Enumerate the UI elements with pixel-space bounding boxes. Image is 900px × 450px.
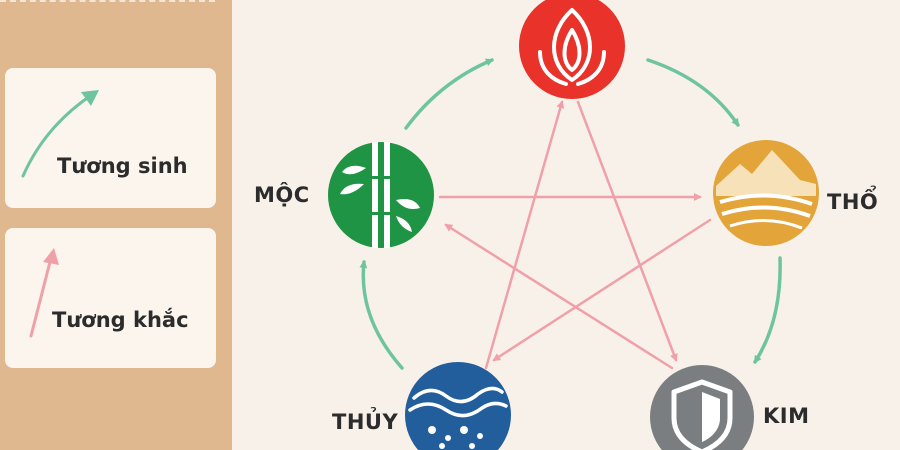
wood-label: MỘC [254, 183, 310, 207]
arrow-earth-to-water [492, 218, 712, 362]
legend-generating-label: Tương sinh [57, 154, 188, 178]
five-elements-diagram: MỘC THỔ THỦY KIM [232, 0, 900, 450]
arrow-wood-to-fire [404, 58, 494, 130]
generating-arrows [359, 58, 782, 370]
water-label: THỦY [332, 410, 399, 434]
arrow-earth-to-metal [753, 256, 782, 364]
legend-overcoming-label: Tương khắc [52, 308, 189, 332]
water-node [405, 362, 511, 450]
shield-icon [671, 379, 733, 450]
arrow-metal-to-wood [444, 223, 674, 370]
sidebar-top-strip [0, 0, 215, 8]
legend-generating: Tương sinh [5, 68, 216, 208]
wave-icon [408, 386, 508, 418]
earth-node [713, 140, 819, 246]
arrow-water-to-fire [484, 100, 565, 370]
overcoming-arrows [438, 100, 712, 370]
arrow-fire-to-metal [576, 100, 678, 362]
legend-overcoming: Tương khắc [5, 228, 216, 368]
flame-icon [538, 8, 606, 86]
wood-node [328, 142, 434, 248]
pink-arrow-icon [29, 248, 59, 338]
arrow-water-to-wood [359, 260, 404, 370]
legend-sidebar: Tương sinh Tương khắc [0, 0, 232, 450]
metal-node [650, 365, 754, 450]
earth-label: THỔ [827, 190, 879, 214]
metal-label: KIM [763, 404, 810, 428]
green-arrow-icon [21, 90, 99, 178]
fire-node [519, 0, 625, 99]
mountain-icon [716, 150, 816, 230]
bamboo-icon [340, 142, 420, 248]
arrow-fire-to-earth [646, 58, 740, 127]
